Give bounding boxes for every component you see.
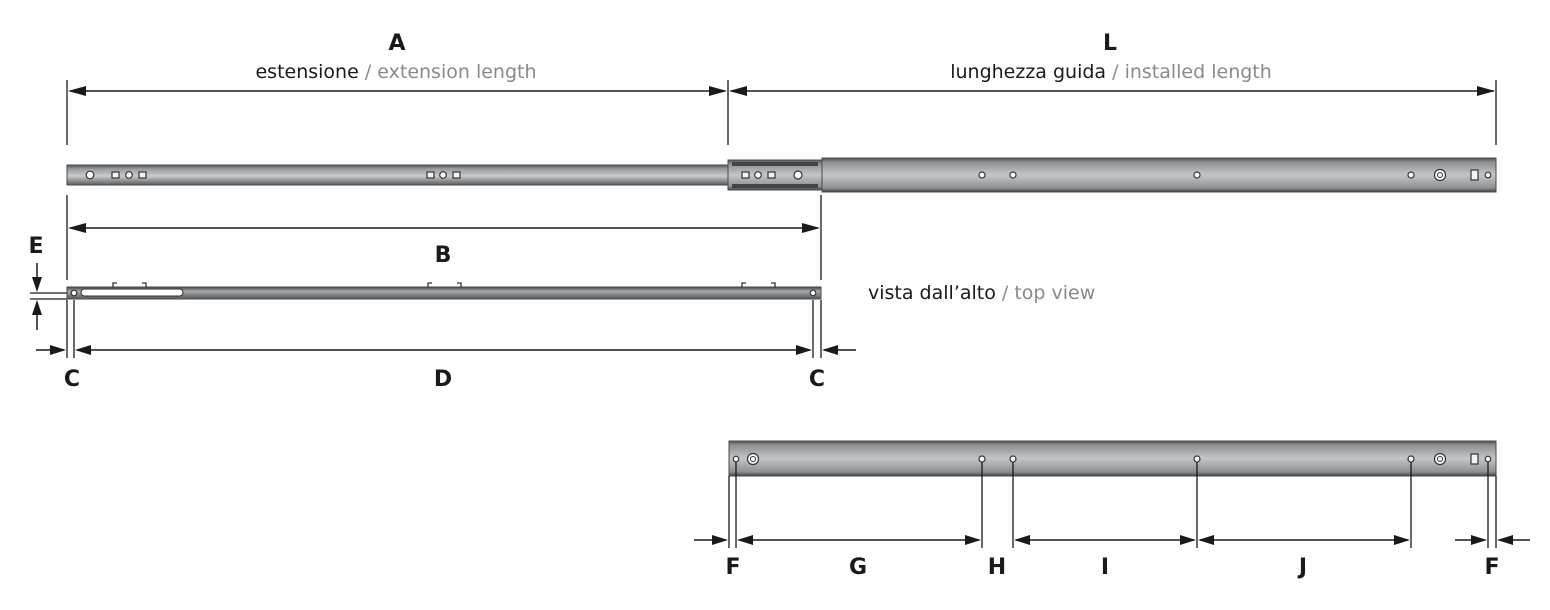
mounting-slot bbox=[111, 171, 120, 179]
bearing-cage bbox=[732, 184, 818, 188]
mounting-hole bbox=[978, 171, 986, 179]
mounting-slot bbox=[741, 171, 750, 179]
countersunk-hole bbox=[1433, 452, 1447, 466]
extension-length-caption: estensione / extension length bbox=[255, 61, 536, 83]
inner-rail-member bbox=[66, 164, 736, 186]
arrowhead bbox=[796, 345, 812, 355]
label-b: B bbox=[435, 243, 452, 268]
mounting-hole bbox=[125, 171, 133, 179]
label-e: E bbox=[28, 234, 43, 259]
arrowhead bbox=[729, 86, 747, 96]
mounting-hole bbox=[1009, 171, 1017, 179]
label-l: L bbox=[1103, 31, 1117, 56]
arrowhead bbox=[32, 300, 42, 315]
caption-top-view-en: top view bbox=[1014, 282, 1095, 304]
caption-separator: / bbox=[359, 61, 377, 83]
top-view-slot bbox=[80, 288, 184, 297]
arrowhead bbox=[965, 535, 981, 545]
arrowhead bbox=[1497, 535, 1513, 545]
mounting-hole bbox=[1484, 455, 1492, 463]
mounting-hole bbox=[809, 289, 817, 297]
arrowhead bbox=[712, 535, 728, 545]
arrowhead bbox=[1394, 535, 1410, 545]
caption-installed-it: lunghezza guida bbox=[950, 61, 1106, 83]
caption-extension-en: extension length bbox=[377, 61, 536, 83]
label-g: G bbox=[849, 555, 867, 580]
mounting-hole bbox=[1407, 171, 1415, 179]
arrowhead bbox=[1014, 535, 1030, 545]
label-f-left: F bbox=[725, 555, 740, 580]
label-d: D bbox=[434, 367, 452, 392]
closed-rail-side-view bbox=[728, 440, 1497, 477]
mounting-hole bbox=[1484, 171, 1492, 179]
caption-separator: / bbox=[996, 282, 1014, 304]
mounting-hole bbox=[1407, 455, 1415, 463]
arrowhead bbox=[32, 277, 42, 292]
arrowhead bbox=[1471, 535, 1487, 545]
top-view-caption: vista dall’alto / top view bbox=[868, 282, 1095, 304]
installed-length-caption: lunghezza guida / installed length bbox=[950, 61, 1272, 83]
mounting-hole bbox=[732, 455, 740, 463]
mounting-hole bbox=[978, 455, 986, 463]
top-view-tab bbox=[427, 282, 462, 287]
label-f-right: F bbox=[1484, 555, 1499, 580]
label-i: I bbox=[1101, 555, 1109, 580]
release-lever bbox=[1470, 169, 1479, 181]
arrowhead bbox=[68, 86, 86, 96]
mounting-hole bbox=[439, 171, 447, 179]
top-view-tab bbox=[741, 282, 776, 287]
arrowhead bbox=[1477, 86, 1495, 96]
countersunk-hole-inner bbox=[1437, 456, 1443, 462]
release-lever bbox=[1470, 453, 1479, 465]
arrowhead bbox=[68, 223, 86, 233]
mounting-hole bbox=[85, 170, 95, 180]
mounting-hole bbox=[1009, 455, 1017, 463]
mounting-hole bbox=[1193, 171, 1201, 179]
countersunk-hole-inner bbox=[1437, 172, 1443, 178]
mounting-hole bbox=[1193, 455, 1201, 463]
arrowhead bbox=[75, 345, 91, 355]
arrowhead bbox=[709, 86, 727, 96]
arrowhead bbox=[737, 535, 753, 545]
label-a: A bbox=[388, 31, 405, 56]
arrowhead bbox=[802, 223, 820, 233]
mounting-slot bbox=[452, 171, 461, 179]
label-c-right: C bbox=[809, 367, 825, 392]
arrowhead bbox=[1180, 535, 1196, 545]
countersunk-hole bbox=[746, 452, 760, 466]
arrowhead bbox=[50, 345, 66, 355]
caption-separator: / bbox=[1106, 61, 1124, 83]
arrowhead bbox=[822, 345, 838, 355]
label-c-left: C bbox=[64, 367, 80, 392]
mounting-hole bbox=[793, 170, 803, 180]
mounting-hole bbox=[70, 289, 78, 297]
mounting-slot bbox=[767, 171, 776, 179]
top-view-tab bbox=[112, 282, 147, 287]
mounting-hole bbox=[754, 171, 762, 179]
bearing-cage bbox=[732, 162, 818, 166]
extended-rail-side-view bbox=[66, 157, 1497, 193]
closed-rail-body bbox=[728, 440, 1497, 477]
caption-installed-en: installed length bbox=[1125, 61, 1272, 83]
label-h: H bbox=[988, 555, 1006, 580]
countersunk-hole-inner bbox=[750, 456, 756, 462]
countersunk-hole bbox=[1433, 168, 1447, 182]
top-view-rail bbox=[66, 282, 822, 300]
caption-top-view-it: vista dall’alto bbox=[868, 282, 996, 304]
arrowhead bbox=[1198, 535, 1214, 545]
mounting-slot bbox=[138, 171, 147, 179]
mounting-slot bbox=[426, 171, 435, 179]
outer-rail-member bbox=[821, 157, 1497, 193]
caption-extension-it: estensione bbox=[255, 61, 358, 83]
label-j: J bbox=[1297, 555, 1307, 580]
